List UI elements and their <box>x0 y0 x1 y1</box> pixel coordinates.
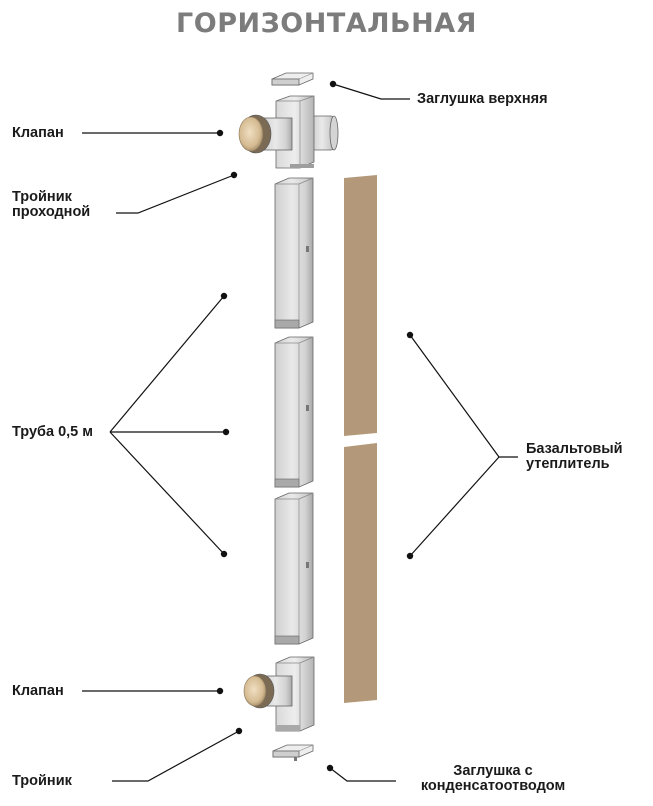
pipe-section-2 <box>274 336 314 488</box>
pipe-section-3 <box>274 492 314 645</box>
label-insulation: Базальтовый утеплитель <box>526 442 623 472</box>
label-pipe: Труба 0,5 м <box>12 424 93 440</box>
label-top-plug: Заглушка верхняя <box>417 91 548 107</box>
insulation-panel-upper <box>344 175 377 436</box>
diagram-title: ГОРИЗОНТАЛЬНАЯ <box>176 8 477 39</box>
label-insulation-line2: утеплитель <box>526 456 610 472</box>
label-insulation-line1: Базальтовый <box>526 441 623 457</box>
valve-disc <box>238 116 264 152</box>
valve-disc-bottom <box>243 675 267 707</box>
label-tee-pass-line2: проходной <box>12 204 91 220</box>
insulation-panel-lower <box>344 443 377 703</box>
label-valve-top: Клапан <box>12 125 64 141</box>
label-bottom-plug-line1: Заглушка с <box>453 763 533 779</box>
top-plug <box>271 72 314 86</box>
label-valve-bottom: Клапан <box>12 683 64 699</box>
leader-dots <box>216 80 414 772</box>
bottom-plug <box>272 744 314 761</box>
label-tee-bottom: Тройник <box>12 773 72 789</box>
label-bottom-plug: Заглушка с конденсатоотводом <box>408 764 578 794</box>
top-tee-with-valve <box>238 95 339 169</box>
leader-lines <box>82 83 518 782</box>
label-tee-pass-line1: Тройник <box>12 189 72 205</box>
pipe-section-1 <box>274 177 314 329</box>
label-tee-pass-through: Тройник проходной <box>12 190 90 220</box>
basalt-insulation <box>344 175 377 703</box>
label-bottom-plug-line2: конденсатоотводом <box>420 778 566 794</box>
bottom-tee-with-valve <box>243 656 315 732</box>
condensate-drain <box>294 757 297 761</box>
